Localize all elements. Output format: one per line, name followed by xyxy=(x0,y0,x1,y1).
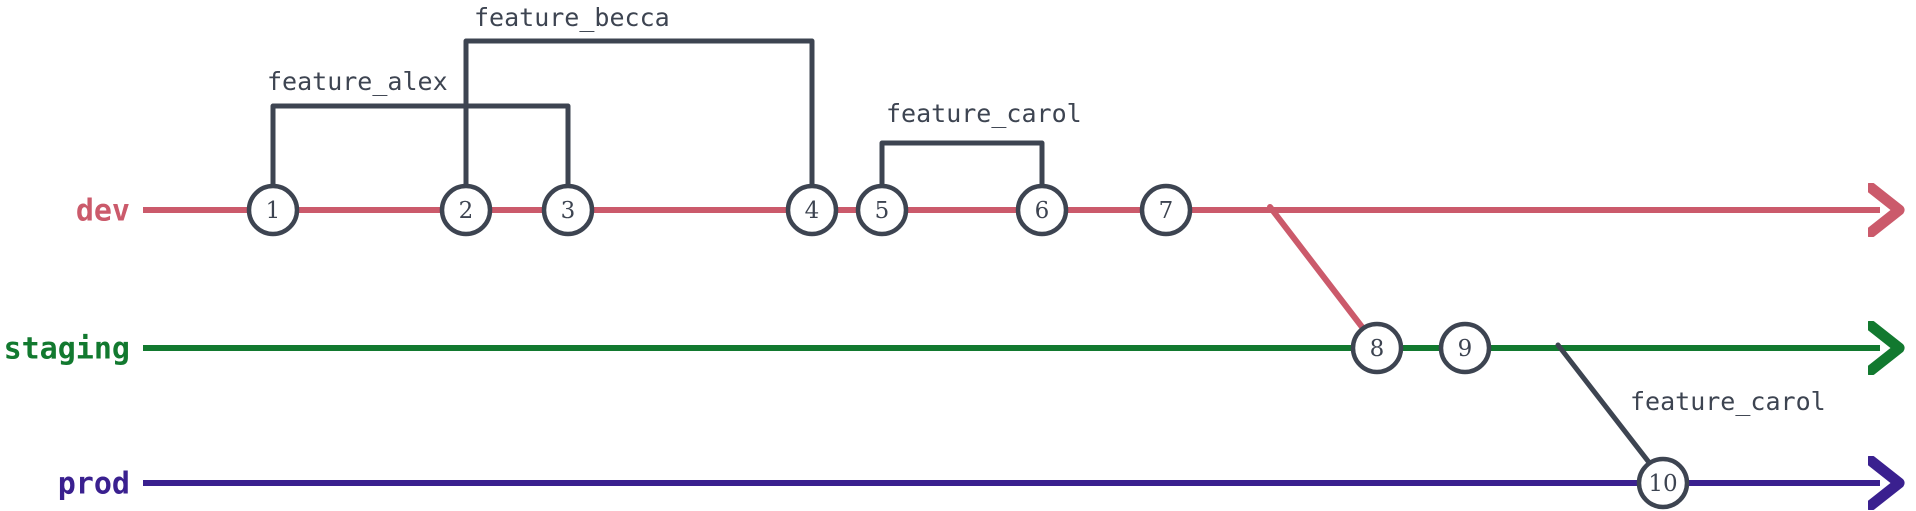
commit-number: 7 xyxy=(1159,198,1174,224)
branch-label-prod: prod xyxy=(58,467,130,502)
commit-circle[interactable] xyxy=(1015,183,1069,237)
branch-line-staging-to-prod xyxy=(1555,342,1661,477)
branch-lines xyxy=(143,210,1880,483)
feature-label-becca: feature_becca xyxy=(474,3,670,32)
feature-label-carol: feature_carol xyxy=(886,99,1082,128)
feature-brackets xyxy=(270,38,1045,213)
commit-node-6[interactable]: 6 xyxy=(1015,183,1069,237)
commit-circle[interactable] xyxy=(439,183,493,237)
commit-node-9[interactable]: 9 xyxy=(1438,321,1492,375)
feature-label-carol-prod: feature_carol xyxy=(1630,387,1826,416)
commit-nodes[interactable]: 1 2 3 4 5 6 7 xyxy=(246,183,1690,510)
merge-connectors xyxy=(1267,204,1661,477)
commit-number: 8 xyxy=(1370,336,1385,362)
feature-bracket-alex xyxy=(270,103,571,213)
commit-node-4[interactable]: 4 xyxy=(785,183,839,237)
feature-bracket-becca xyxy=(463,38,815,213)
commit-circle[interactable] xyxy=(541,183,595,237)
commit-circle[interactable] xyxy=(1636,456,1690,510)
commit-number: 2 xyxy=(459,198,474,224)
commit-node-5[interactable]: 5 xyxy=(855,183,909,237)
commit-number: 3 xyxy=(561,198,576,224)
commit-number: 5 xyxy=(875,198,890,224)
commit-node-1[interactable]: 1 xyxy=(246,183,300,237)
branch-label-staging: staging xyxy=(4,332,130,367)
commit-circle[interactable] xyxy=(855,183,909,237)
commit-number: 6 xyxy=(1035,198,1050,224)
commit-node-2[interactable]: 2 xyxy=(439,183,493,237)
merge-line-dev-to-staging xyxy=(1267,204,1375,343)
feature-label-alex: feature_alex xyxy=(267,67,448,96)
commit-number: 10 xyxy=(1648,471,1677,497)
commit-circle[interactable] xyxy=(785,183,839,237)
commit-circle[interactable] xyxy=(1350,321,1404,375)
commit-node-7[interactable]: 7 xyxy=(1139,183,1193,237)
commit-circle[interactable] xyxy=(1438,321,1492,375)
commit-node-3[interactable]: 3 xyxy=(541,183,595,237)
commit-node-8[interactable]: 8 xyxy=(1350,321,1404,375)
branch-label-dev: dev xyxy=(76,194,130,229)
branch-name-labels: dev staging prod xyxy=(4,194,130,502)
commit-circle[interactable] xyxy=(1139,183,1193,237)
commit-node-10[interactable]: 10 xyxy=(1636,456,1690,510)
commit-circle[interactable] xyxy=(246,183,300,237)
commit-number: 9 xyxy=(1458,336,1473,362)
commit-number: 1 xyxy=(266,198,281,224)
commit-number: 4 xyxy=(805,198,820,224)
feature-bracket-carol xyxy=(879,140,1045,213)
feature-labels: feature_alex feature_becca feature_carol… xyxy=(267,3,1826,416)
